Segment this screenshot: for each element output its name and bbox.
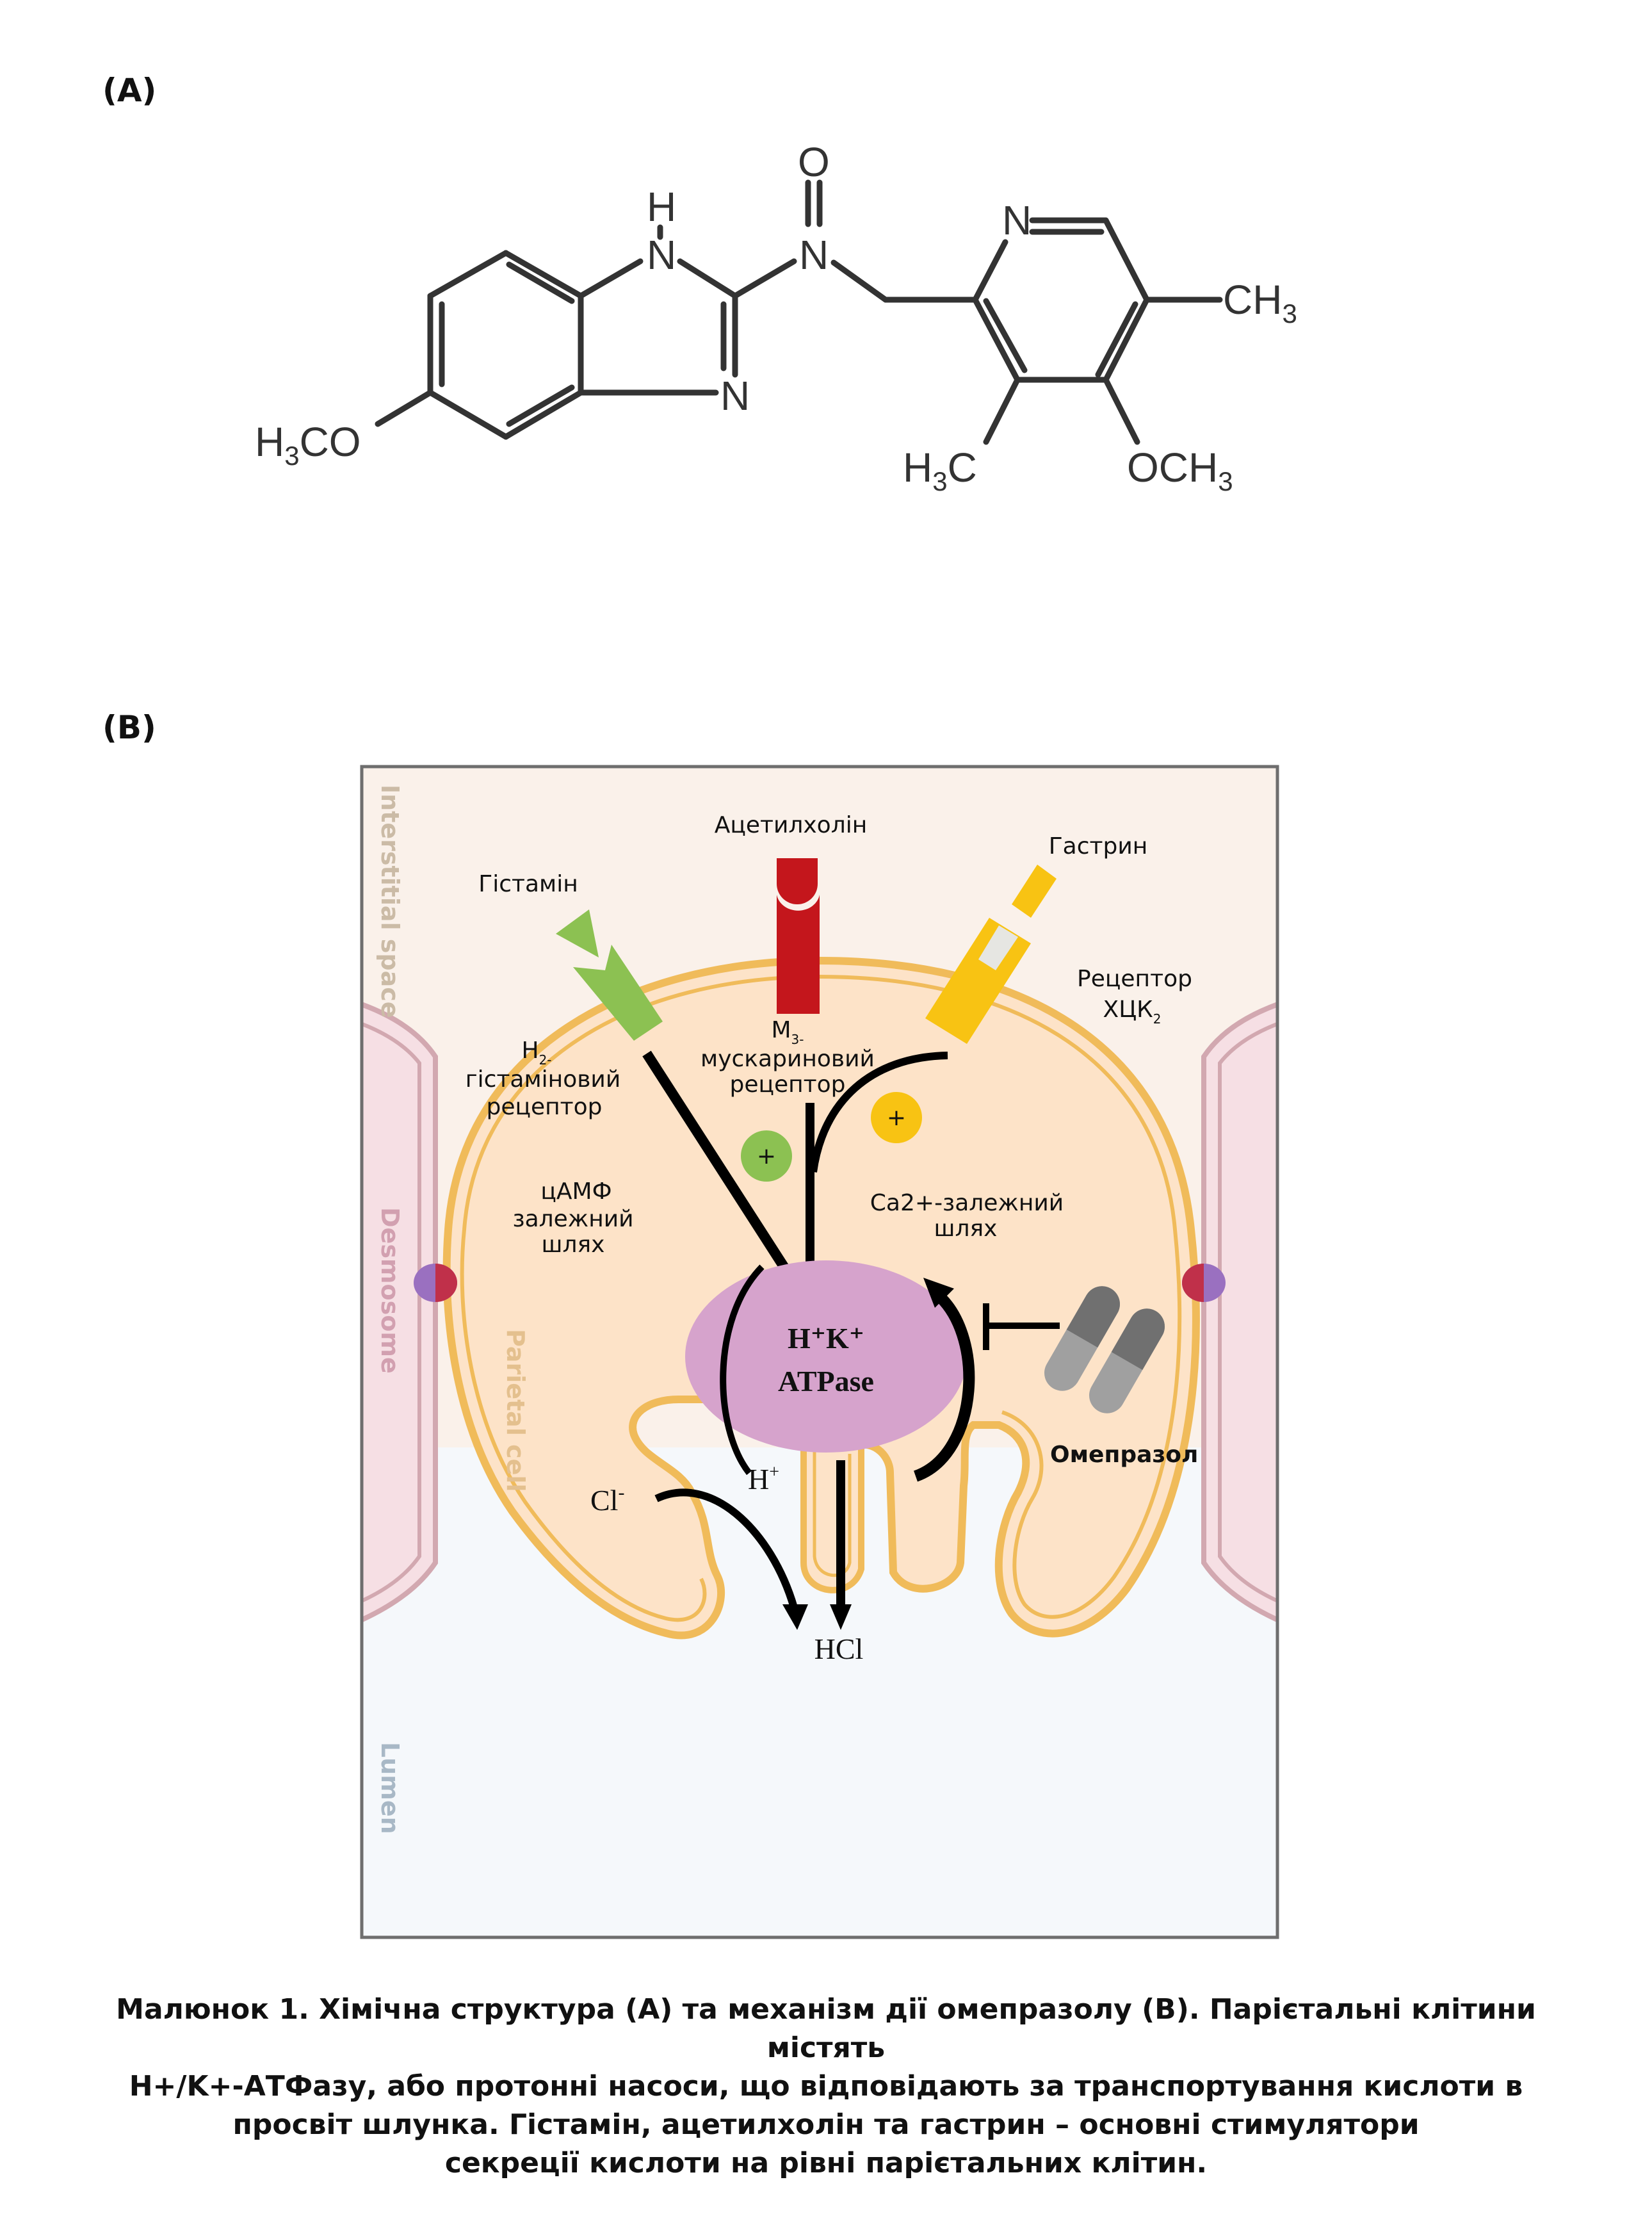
atom-pyridine-n: N — [1002, 197, 1032, 243]
cck2-label-line2: ХЦК2 — [1103, 997, 1162, 1027]
potassium-return-arc — [913, 1287, 975, 1482]
histamine-signal-arrow — [642, 1050, 793, 1278]
pyridine-ring: N — [972, 197, 1223, 445]
interstitial-space-label: Interstitial space — [376, 785, 404, 1018]
camp-plus-marker: + — [741, 1130, 792, 1182]
cck2-receptor — [925, 918, 1031, 1044]
figure-caption: Малюнок 1. Хімічна структура (A) та меха… — [64, 1991, 1588, 2183]
chemical-structure: N H N N O N CH3 H3C OCH3 H3CO — [255, 139, 1297, 496]
m3-receptor — [777, 895, 820, 1014]
left-neighbour-cell — [362, 1002, 438, 1623]
caption-line-3: просвіт шлунка. Гістамін, ацетилхолін та… — [232, 2108, 1420, 2141]
atom-nh-n: N — [647, 232, 676, 278]
desmosome-label: Desmosome — [376, 1207, 404, 1374]
acetylcholine-label: Ацетилхолін — [715, 812, 868, 838]
right-desmosome-junction — [1182, 1264, 1226, 1302]
svg-text:+: + — [757, 1143, 776, 1169]
gastrin-signal-arrow — [809, 1052, 948, 1173]
histamine-ligand — [556, 909, 599, 957]
benzene-ring — [427, 250, 584, 440]
m3-label-line2: мускариновий — [700, 1046, 875, 1072]
h2-label-line3: рецептор — [486, 1094, 602, 1120]
acetylcholine-ligand — [777, 858, 818, 904]
lumen-bg — [362, 1550, 1277, 1937]
imidazole-ring — [578, 258, 738, 396]
chloride-arc — [654, 1488, 798, 1609]
h2-receptor — [573, 945, 663, 1041]
diagram-frame — [360, 765, 1279, 1939]
calcium-label-line1: Ca2+-залежний — [870, 1190, 1064, 1216]
proton-label: H+ — [748, 1462, 779, 1495]
interstitial-space-bg — [362, 767, 1277, 1937]
m3-label-line3: рецептор — [729, 1071, 845, 1098]
left-desmosome-junction — [414, 1264, 457, 1302]
gastrin-label: Гастрин — [1049, 833, 1148, 859]
n-oxide-group: N O — [732, 139, 978, 303]
pump-label-line2: ATPase — [778, 1365, 874, 1397]
substituent-methoxy: H3CO — [255, 419, 361, 471]
hcl-label: HCl — [814, 1632, 864, 1665]
svg-text:+: + — [887, 1105, 906, 1131]
pump-label-line1: H⁺K⁺ — [788, 1322, 864, 1355]
h2-label-line2: гістаміновий — [466, 1066, 620, 1093]
caption-line-1: Малюнок 1. Хімічна структура (A) та меха… — [116, 1993, 1536, 2064]
omeprazole-label: Омепразол — [1050, 1442, 1198, 1468]
histamine-label: Гістамін — [478, 871, 578, 897]
substituent-h3c: H3C — [903, 444, 977, 496]
h2-label-line1: H2- — [521, 1038, 551, 1068]
atom-oxide-n: N — [799, 232, 829, 278]
caption-line-4: секреції кислоти на рівні парієтальних к… — [444, 2147, 1208, 2179]
atom-imidazole-n: N — [720, 373, 750, 419]
camp-label-line1: цАМФ — [540, 1178, 611, 1205]
canaliculus-finger — [800, 1399, 864, 1593]
caption-line-2: H+/K+-АТФазу, або протонні насоси, що ві… — [129, 2070, 1523, 2103]
gastrin-ligand — [1012, 865, 1057, 918]
camp-label-line3: шлях — [542, 1232, 605, 1258]
atom-oxide-o: O — [798, 139, 830, 185]
omeprazole-capsules-icon — [1044, 1286, 1165, 1413]
right-neighbour-cell — [1201, 1002, 1277, 1623]
atom-nh-h: H — [647, 184, 676, 230]
proton-pump — [685, 1260, 967, 1453]
panel-label-b: (B) — [102, 709, 156, 746]
substituent-och3: OCH3 — [1127, 444, 1233, 496]
m3-label-line1: M3- — [771, 1017, 804, 1047]
parietal-cell-label: Parietal cell — [501, 1329, 530, 1492]
proton-outflow-arc — [720, 1264, 765, 1476]
lumen-label: Lumen — [376, 1742, 404, 1834]
parietal-cell — [442, 956, 1200, 1640]
calcium-plus-marker: + — [871, 1092, 922, 1143]
camp-label-line2: залежний — [512, 1206, 633, 1232]
cck2-label-line1: Рецептор — [1077, 966, 1192, 992]
chloride-label: Cl- — [590, 1482, 624, 1517]
calcium-label-line2: шлях — [934, 1216, 998, 1242]
panel-label-a: (A) — [102, 72, 157, 109]
substituent-ch3: CH3 — [1223, 277, 1297, 329]
